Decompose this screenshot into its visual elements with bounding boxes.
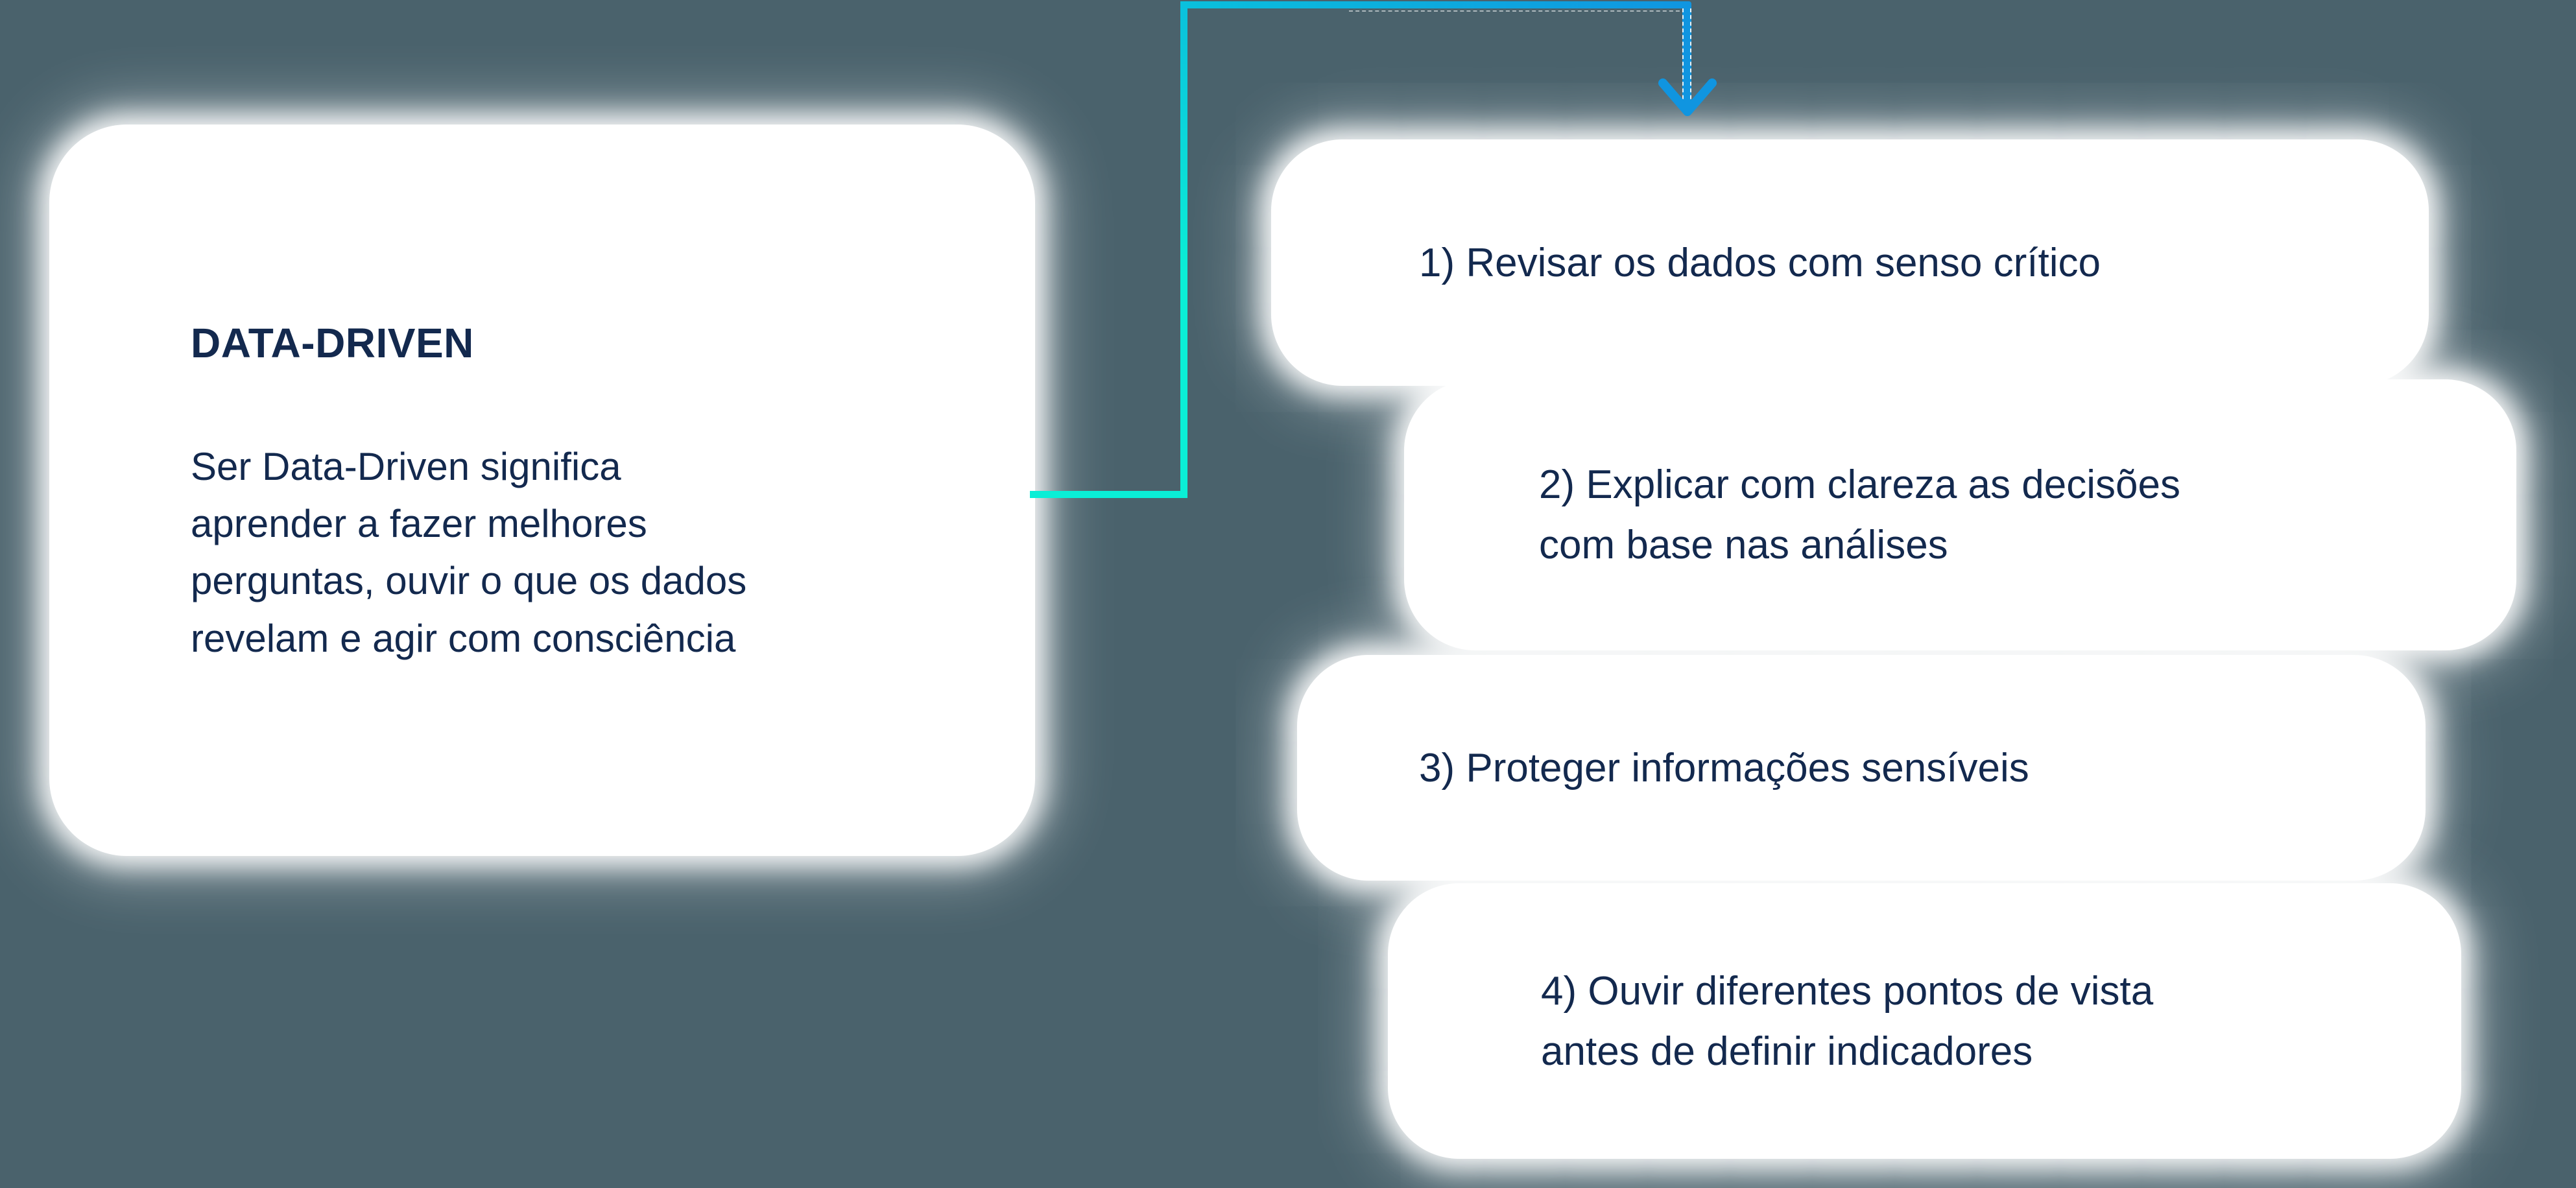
card-body-text: Ser Data-Driven significa aprender a faz… [191,445,747,660]
connector-horizontal-left-segment [1030,491,1187,498]
step-1-label: 1) Revisar os dados com senso crítico [1419,240,2101,285]
connector-vertical-left-segment [1180,1,1187,498]
card-title: DATA-DRIVEN [191,320,474,366]
step-item-3: 3) Proteger informações sensíveis [1297,655,2426,881]
connector-arrow-shaft [1682,8,1691,106]
step-item-1: 1) Revisar os dados com senso crítico [1271,139,2429,386]
data-driven-card: DATA-DRIVEN Ser Data-Driven significa ap… [49,125,1035,856]
connector-dashed-highlight [1349,10,1686,12]
step-2-label: 2) Explicar com clareza as decisões com … [1539,462,2180,567]
step-item-4: 4) Ouvir diferentes pontos de vista ante… [1388,883,2461,1159]
step-item-2: 2) Explicar com clareza as decisões com … [1404,379,2516,650]
down-arrow-icon [1658,78,1717,116]
connector-horizontal-top-segment [1180,1,1691,8]
step-4-label: 4) Ouvir diferentes pontos de vista ante… [1541,968,2154,1074]
step-3-label: 3) Proteger informações sensíveis [1419,745,2029,790]
